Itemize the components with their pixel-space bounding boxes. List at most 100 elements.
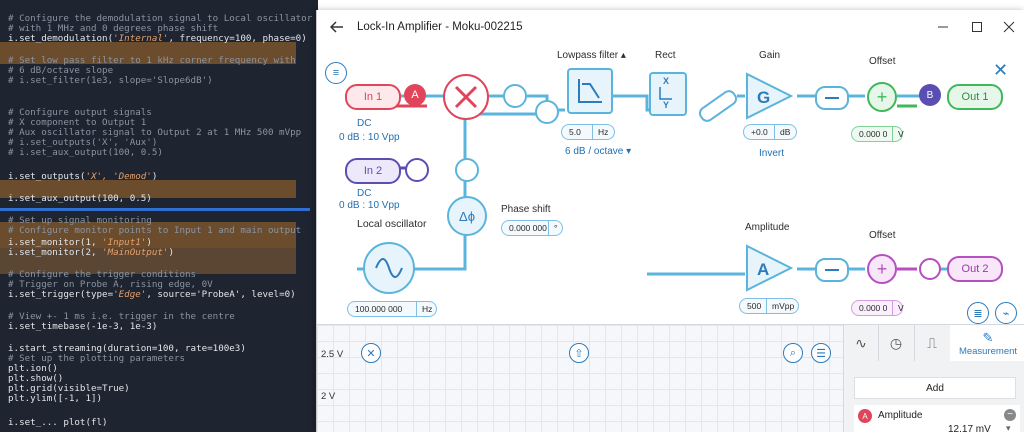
code-line[interactable]: # Set low pass filter to 1 kHz corner fr… xyxy=(8,55,296,66)
offset2-value-field[interactable]: 0.000 0 V xyxy=(851,300,904,316)
measurement-item[interactable]: A Amplitude − 12.17 mV ▾ xyxy=(854,405,1020,432)
title-bar: Lock-In Amplifier - Moku-002215 xyxy=(317,10,1024,44)
input1-range[interactable]: 0 dB : 10 Vpp xyxy=(339,132,400,143)
lowpass-slope-select[interactable]: 6 dB / octave ▾ xyxy=(565,146,632,157)
oscilloscope-plot[interactable]: 2.5 V 2 V ✕ ⇧ ⌕ ☰ xyxy=(317,324,843,432)
offset1-title: Offset xyxy=(869,56,896,67)
amplitude-amplifier-icon[interactable] xyxy=(745,244,795,292)
code-line[interactable]: # Aux oscillator signal to Output 2 at 1… xyxy=(8,127,302,138)
close-button[interactable] xyxy=(997,16,1021,38)
step-tab-icon[interactable]: ⎍ xyxy=(914,325,951,361)
sine-wave-tab-icon[interactable]: ∿ xyxy=(844,325,879,361)
code-line[interactable]: # i.set_filter(1e3, slope='Slope6dB') xyxy=(8,75,213,86)
code-line[interactable]: # View +- 1 ms i.e. trigger in the centr… xyxy=(8,311,235,322)
probe-b-badge[interactable]: B xyxy=(919,84,941,106)
offset1-plus-icon[interactable]: + xyxy=(867,82,897,112)
probe-point-in2[interactable] xyxy=(405,158,429,182)
invert-toggle[interactable]: Invert xyxy=(759,148,785,159)
code-line[interactable]: # 6 dB/octave slope xyxy=(8,65,114,76)
cloud-upload-icon[interactable]: ⇧ xyxy=(569,343,589,363)
phase-shift-title: Phase shift xyxy=(501,204,551,215)
close-icon[interactable]: ✕ xyxy=(361,343,381,363)
code-line[interactable]: # Trigger on Probe A, rising edge, 0V xyxy=(8,279,213,290)
code-line[interactable]: # i.set_outputs('X', 'Aux') xyxy=(8,137,158,148)
gain-value-field[interactable]: +0.0 dB xyxy=(743,124,797,140)
code-line[interactable]: # Configure the trigger conditions xyxy=(8,269,197,280)
code-line[interactable]: i.set_demodulation('Internal', frequency… xyxy=(8,33,307,44)
line-highlight xyxy=(0,248,296,274)
add-measurement-button[interactable]: Add xyxy=(854,377,1016,399)
zoom-icon[interactable]: ⌕ xyxy=(783,343,803,363)
code-line[interactable]: plt.ylim([-1, 1]) xyxy=(8,393,103,404)
chevron-down-icon[interactable]: ▾ xyxy=(1006,423,1011,432)
input2-range[interactable]: 0 dB : 10 Vpp xyxy=(339,200,400,211)
code-line[interactable]: # with 1 MHz and 0 degrees phase shift xyxy=(8,23,219,34)
phase-shift-field[interactable]: 0.000 000 ° xyxy=(501,220,563,236)
code-line[interactable]: # i.set_aux_output(100, 0.5) xyxy=(8,147,163,158)
code-line[interactable]: i.set_trigger(type='Edge', source='Probe… xyxy=(8,289,296,300)
rect-block[interactable]: X Y xyxy=(649,72,687,116)
gain-amplifier-icon[interactable] xyxy=(745,72,795,120)
code-line[interactable]: # Configure monitor points to Input 1 an… xyxy=(8,225,302,236)
y-axis-label: 2.5 V xyxy=(321,349,344,360)
wrench-icon[interactable]: ✕ xyxy=(993,60,1009,80)
amplitude-value-field[interactable]: 500 mVpp xyxy=(739,298,799,314)
menu-icon[interactable]: ≡ xyxy=(325,62,347,84)
probe-point-out2[interactable] xyxy=(919,258,941,280)
minus-block[interactable] xyxy=(815,258,849,282)
code-editor[interactable]: # Configure the demodulation signal to L… xyxy=(0,0,318,432)
remove-icon[interactable]: − xyxy=(1004,409,1016,421)
code-line[interactable]: plt.grid(visible=True) xyxy=(8,383,130,394)
y-axis-label: 2 V xyxy=(321,391,336,402)
local-oscillator-title: Local oscillator xyxy=(357,218,427,230)
sine-wave-icon[interactable] xyxy=(363,242,415,294)
arrow-left-icon[interactable] xyxy=(325,16,349,38)
gain-symbol: G xyxy=(757,88,771,107)
probe-point[interactable] xyxy=(455,158,479,182)
chart-icon[interactable]: ⌁ xyxy=(995,302,1017,324)
code-line[interactable]: # Set up signal monitoring xyxy=(8,215,152,226)
probe-a-badge[interactable]: A xyxy=(404,84,426,106)
lowpass-frequency-field[interactable]: 5.0 Hz xyxy=(561,124,615,140)
line-highlight xyxy=(0,222,296,248)
code-line[interactable]: i.set_outputs('X', 'Demod') xyxy=(8,171,158,182)
code-line[interactable]: # Configure output signals xyxy=(8,107,152,118)
input2-coupling[interactable]: DC xyxy=(357,188,372,199)
output2-button[interactable]: Out 2 xyxy=(947,256,1003,282)
code-line[interactable]: # Configure the demodulation signal to L… xyxy=(8,13,313,24)
code-line[interactable]: # X component to Output 1 xyxy=(8,117,147,128)
window-title: Lock-In Amplifier - Moku-002215 xyxy=(357,21,523,33)
probe-point[interactable] xyxy=(503,84,527,108)
code-line[interactable]: plt.ion() xyxy=(8,363,58,374)
measurement-name: Amplitude xyxy=(878,410,923,421)
notes-icon[interactable]: ≣ xyxy=(967,302,989,324)
settings-sliders-icon[interactable]: ☰ xyxy=(811,343,831,363)
minus-block[interactable] xyxy=(815,86,849,110)
code-line[interactable]: i.set_monitor(1, 'Input1') xyxy=(8,237,152,248)
local-oscillator-frequency-field[interactable]: 100.000 000 Hz xyxy=(347,301,437,317)
offset2-plus-icon[interactable]: + xyxy=(867,254,897,284)
output1-button[interactable]: Out 1 xyxy=(947,84,1003,110)
ruler-icon: ✎ xyxy=(982,329,994,345)
lowpass-filter-block[interactable] xyxy=(567,68,613,114)
code-line[interactable]: i.set_aux_output(100, 0.5) xyxy=(8,193,152,204)
code-line[interactable]: # Set up the plotting parameters xyxy=(8,353,186,364)
code-line[interactable]: plt.show() xyxy=(8,373,64,384)
code-line[interactable]: i.set_... plot(fl) xyxy=(8,417,108,428)
code-line[interactable]: i.set_monitor(2, 'MainOutput') xyxy=(8,247,174,258)
code-line[interactable]: i.start_streaming(duration=100, rate=100… xyxy=(8,343,246,354)
code-line[interactable]: i.set_timebase(-1e-3, 1e-3) xyxy=(8,321,158,332)
measurement-value: 12.17 mV xyxy=(948,424,991,432)
offset1-value-field[interactable]: 0.000 0 V xyxy=(851,126,904,142)
timer-tab-icon[interactable]: ◷ xyxy=(878,325,915,361)
input1-coupling[interactable]: DC xyxy=(357,118,372,129)
maximize-button[interactable] xyxy=(965,16,989,38)
phase-shift-block[interactable]: Δϕ xyxy=(447,196,487,236)
probe-point[interactable] xyxy=(535,100,559,124)
gain-title: Gain xyxy=(759,50,781,61)
minimize-button[interactable] xyxy=(931,16,955,38)
input1-button[interactable]: In 1 xyxy=(345,84,401,110)
input2-button[interactable]: In 2 xyxy=(345,158,401,184)
lowpass-title[interactable]: Lowpass filter ▴ xyxy=(557,50,626,61)
tab-measurement[interactable]: ✎ Measurement xyxy=(950,325,1024,361)
